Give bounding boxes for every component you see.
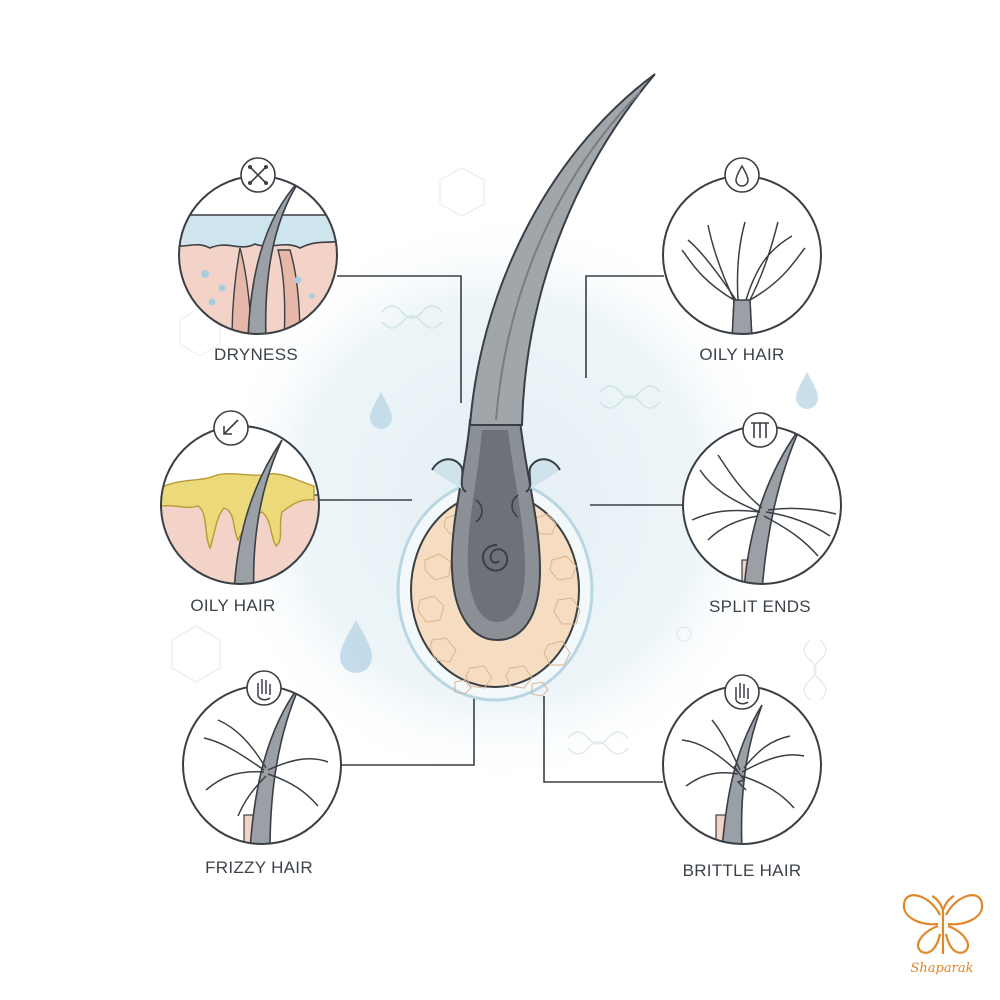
butterfly-icon bbox=[904, 895, 982, 954]
label-frizzy-hair: FRIZZY HAIR bbox=[205, 858, 313, 877]
label-oily-hair-top: OILY HAIR bbox=[699, 345, 784, 364]
label-brittle-hair: BRITTLE HAIR bbox=[683, 861, 802, 880]
label-dryness: DRYNESS bbox=[214, 345, 298, 364]
hexagon-decor bbox=[172, 626, 220, 682]
label-oily-hair-mid: OILY HAIR bbox=[190, 596, 275, 615]
hexagon-decor bbox=[440, 168, 484, 216]
logo-text: Shaparak bbox=[911, 961, 974, 976]
label-split-ends: SPLIT ENDS bbox=[709, 597, 811, 616]
brand-logo: Shaparak bbox=[904, 895, 982, 976]
dna-icon bbox=[804, 640, 826, 700]
water-drop-icon bbox=[796, 372, 818, 409]
oil-drop-icon bbox=[725, 158, 759, 192]
